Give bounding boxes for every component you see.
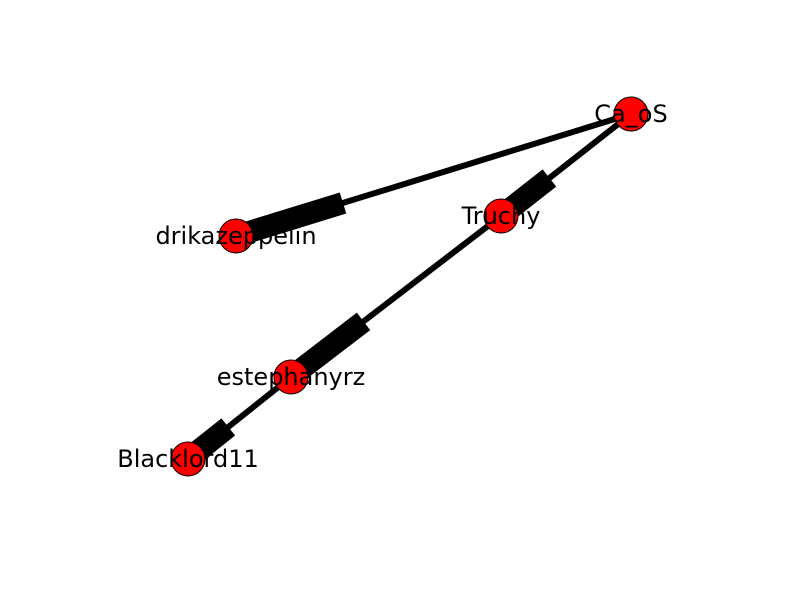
node-label-Ca_oS: Ca_oS	[594, 100, 667, 128]
nodes-layer	[170, 96, 649, 477]
edges-layer	[186, 111, 633, 462]
edge-Ca_oS-drikazeppelin	[235, 111, 632, 243]
node-Truchy[interactable]	[483, 198, 519, 234]
node-label-Blacklord11: Blacklord11	[117, 445, 259, 473]
node-drikazeppelin[interactable]	[218, 218, 254, 254]
edge-arrow	[503, 169, 557, 218]
edge-arrow	[244, 192, 347, 243]
node-estephanyrz[interactable]	[273, 359, 309, 395]
node-label-drikazeppelin: drikazeppelin	[155, 222, 316, 250]
edge-arrow	[293, 312, 371, 379]
edge-estephanyrz-Blacklord11	[186, 374, 293, 462]
node-label-Truchy: Truchy	[461, 202, 541, 230]
edge-arrow	[190, 418, 236, 461]
labels-layer: Ca_oS drikazeppelin Truchy estephanyrzBlack…	[117, 100, 667, 473]
edge-Truchy-estephanyrz	[289, 213, 503, 380]
node-Ca_oS[interactable]	[613, 96, 649, 132]
edge-Ca_oS-Truchy	[499, 111, 633, 219]
node-label-estephanyrz: estephanyrz	[217, 363, 365, 391]
node-Blacklord11[interactable]	[170, 441, 206, 477]
